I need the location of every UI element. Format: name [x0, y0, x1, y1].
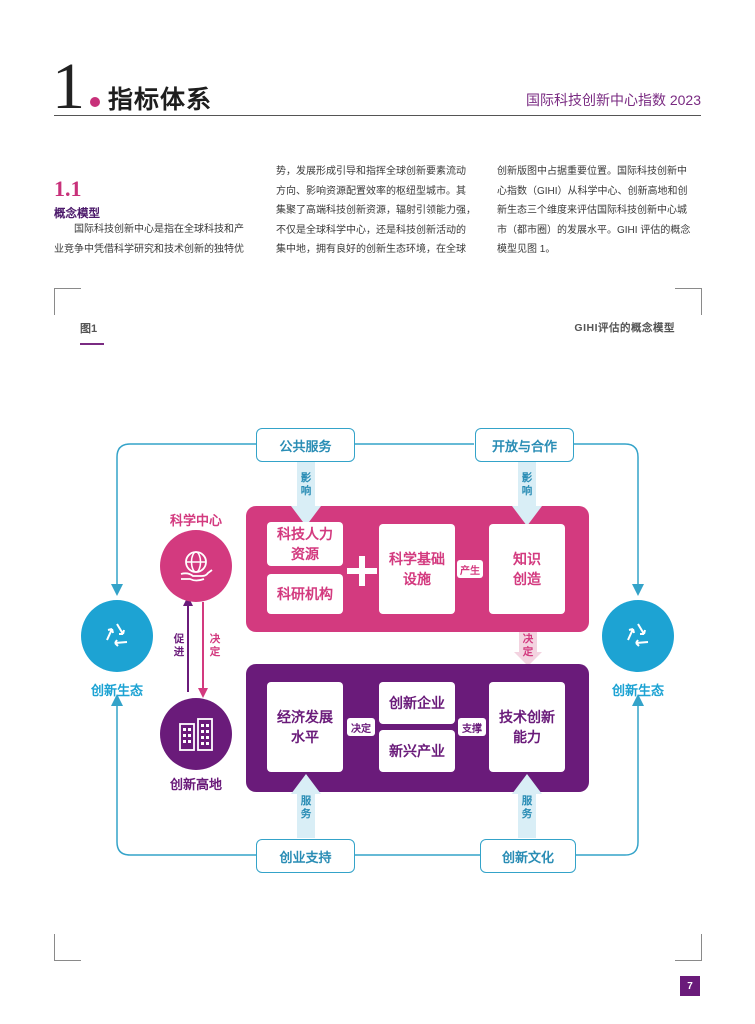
innovation-culture-box: 创新文化	[480, 839, 576, 873]
influence-arrow-left	[291, 462, 321, 526]
chapter-number: 1	[52, 50, 85, 123]
recycle-icon	[106, 623, 128, 647]
startup-support-box: 创业支持	[256, 839, 355, 873]
service-arrow-right	[512, 774, 542, 838]
text-column-3: 创新版图中占据重要位置。国际科技创新中 心指数（GIHI）从科学中心、创新高地和…	[497, 162, 692, 260]
innovation-highland-circle	[160, 698, 232, 770]
chapter-title: 指标体系	[108, 86, 213, 114]
recycle-icon	[627, 623, 649, 647]
research-institutions-box: 科研机构	[267, 574, 343, 614]
chapter-dot	[90, 97, 100, 107]
header-divider	[54, 115, 701, 116]
section-number: 1.1	[54, 176, 82, 201]
emerging-industries-box: 新兴产业	[379, 730, 455, 772]
frame-corner-top-right	[675, 288, 702, 315]
text-line: 不仅是全球科学中心，还是科技创新活动的	[276, 224, 466, 236]
text-column-2: 势，发展形成引导和指挥全球创新要素流动 方向、影响资源配置效率的枢纽型城市。其 …	[276, 162, 476, 260]
buildings-icon	[179, 718, 213, 751]
frame-corner-bottom-left	[54, 934, 81, 961]
sci-tech-talent-box: 科技人力资源	[267, 522, 343, 566]
text-line: 创新版图中占据重要位置。国际科技创新中	[497, 166, 687, 177]
text-line: 国际科技创新中心是指在全球科技和产	[74, 224, 244, 235]
decide-tag-purple: 决定	[347, 718, 375, 736]
text-line: 集聚了高端科技创新资源，辐射引领能力强，	[276, 205, 476, 216]
economic-development-box: 经济发展水平	[267, 682, 343, 772]
text-line: 集中地，拥有良好的创新生态环境，在全球	[276, 244, 466, 255]
open-cooperation-box: 开放与合作	[475, 428, 574, 462]
frame-corner-bottom-right	[675, 934, 702, 961]
text-line: 方向、影响资源配置效率的枢纽型城市。其	[276, 185, 466, 197]
influence-arrow-right	[512, 462, 542, 526]
ecosystem-label-left: 创新生态	[90, 683, 143, 698]
globe-hand-icon	[180, 551, 213, 582]
figure-caption: GIHI评估的概念模型	[574, 322, 675, 334]
influence-label-right: 影响	[521, 472, 533, 497]
book-title: 国际科技创新中心指数 2023	[525, 92, 701, 108]
text-line: 势，发展形成引导和指挥全球创新要素流动	[276, 166, 466, 177]
decide-arrow-down	[514, 632, 542, 666]
influence-label-left: 影响	[300, 472, 312, 497]
decide-label-down: 决定	[522, 633, 534, 658]
public-service-box: 公共服务	[256, 428, 355, 462]
service-label-left: 服务	[300, 795, 312, 820]
promote-label: 促进	[173, 633, 185, 658]
ecosystem-label-right: 创新生态	[611, 683, 664, 698]
service-label-right: 服务	[521, 795, 533, 820]
section-title: 概念模型	[54, 208, 100, 220]
text-line: 模型见图 1。	[497, 244, 556, 255]
produce-tag: 产生	[457, 560, 483, 578]
support-tag: 支撑	[458, 718, 486, 736]
text-line: 业竞争中凭借科学研究和技术创新的独特优	[54, 243, 244, 255]
ecosystem-circle-left	[81, 600, 153, 672]
science-infrastructure-box: 科学基础设施	[379, 524, 455, 614]
figure-label-underline	[80, 343, 104, 345]
science-center-circle	[160, 530, 232, 602]
text-line: 新生态三个维度来评估国际科技创新中心城	[497, 205, 687, 216]
text-line: 市（都市圈）的发展水平。GIHI 评估的概念	[497, 224, 691, 236]
frame-corner-top-left	[54, 288, 81, 315]
knowledge-creation-box: 知识创造	[489, 524, 565, 614]
decide-label-vertical: 决定	[209, 633, 221, 658]
text-column-1: 国际科技创新中心是指在全球科技和产 业竞争中凭借科学研究和技术创新的独特优	[54, 220, 249, 259]
tech-innovation-capability-box: 技术创新能力	[489, 682, 565, 772]
science-center-label: 科学中心	[169, 513, 222, 528]
ecosystem-circle-right	[602, 600, 674, 672]
innovative-enterprises-box: 创新企业	[379, 682, 455, 724]
text-line: 心指数（GIHI）从科学中心、创新高地和创	[497, 185, 688, 197]
plus-sign-v	[359, 556, 365, 586]
innovation-highland-label: 创新高地	[169, 777, 222, 792]
figure-label: 图1	[80, 323, 98, 335]
service-arrow-left	[291, 774, 321, 838]
page-number: 7	[680, 976, 700, 996]
